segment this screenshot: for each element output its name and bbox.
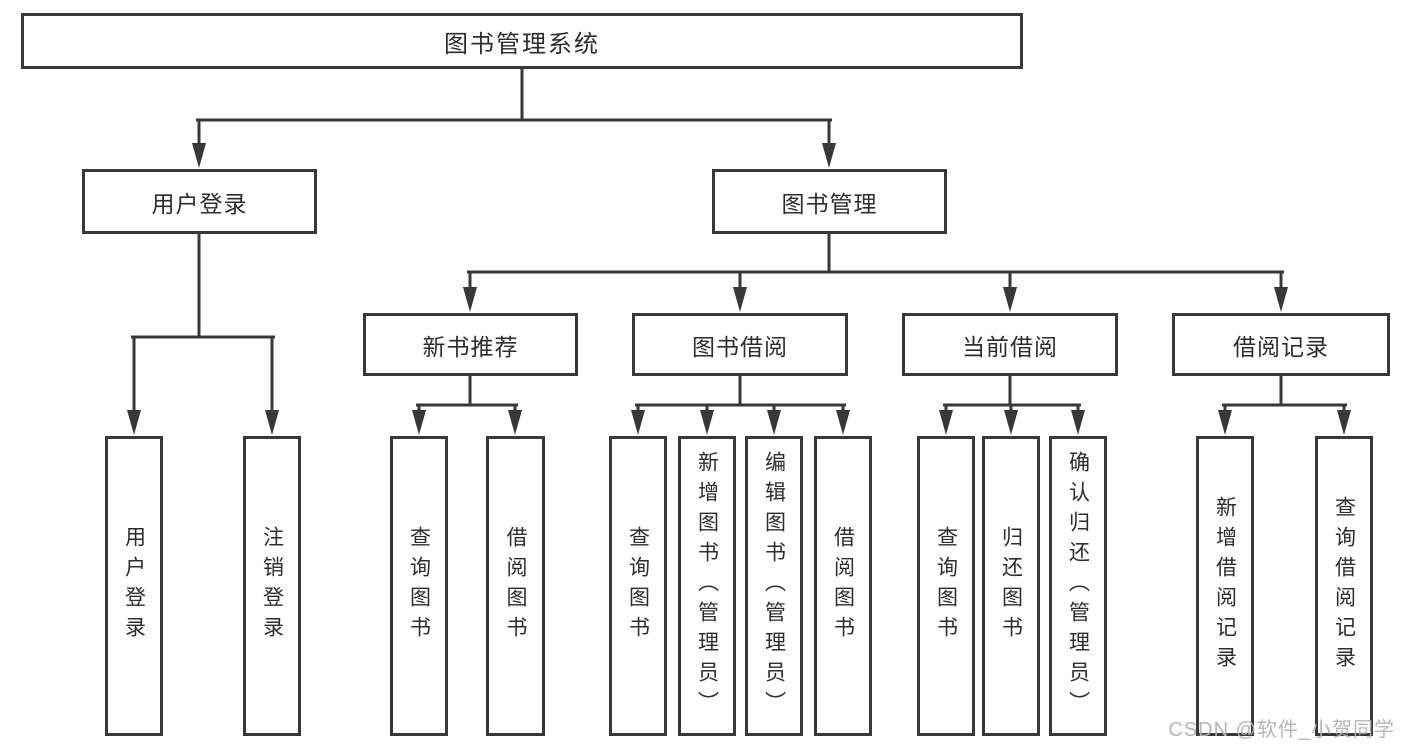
- leaf-query-books-borrow: 查询图书: [609, 436, 667, 736]
- leaf-logout-label: 注销登录: [260, 526, 284, 646]
- node-book-management-label: 图书管理: [781, 190, 878, 217]
- leaf-borrow-books-recommend: 借阅图书: [486, 436, 545, 736]
- leaf-user-login: 用户登录: [105, 436, 163, 736]
- node-new-book-recommend-label: 新书推荐: [422, 333, 519, 360]
- node-book-management: 图书管理: [712, 169, 947, 234]
- leaf-logout: 注销登录: [243, 436, 301, 736]
- leaf-confirm-return-admin-label: 确认归还（管理员）: [1066, 451, 1090, 721]
- node-user-login-label: 用户登录: [151, 190, 248, 217]
- leaf-query-borrow-record: 查询借阅记录: [1315, 436, 1373, 736]
- leaf-borrow-books-label: 借阅图书: [831, 526, 855, 646]
- leaf-return-books-label: 归还图书: [999, 526, 1023, 646]
- leaf-query-books-borrow-label: 查询图书: [626, 526, 650, 646]
- leaf-query-books-current: 查询图书: [917, 436, 975, 736]
- node-current-borrow: 当前借阅: [902, 313, 1118, 376]
- leaf-add-books-admin-label: 新增图书（管理员）: [695, 451, 719, 721]
- node-root-label: 图书管理系统: [444, 30, 600, 58]
- node-new-book-recommend: 新书推荐: [363, 313, 578, 376]
- leaf-user-login-label: 用户登录: [122, 526, 146, 646]
- node-borrow-records: 借阅记录: [1172, 313, 1390, 376]
- leaf-return-books: 归还图书: [982, 436, 1040, 736]
- node-current-borrow-label: 当前借阅: [962, 333, 1058, 360]
- leaf-add-borrow-record-label: 新增借阅记录: [1213, 496, 1237, 676]
- leaf-query-borrow-record-label: 查询借阅记录: [1332, 496, 1356, 676]
- node-book-borrow: 图书借阅: [632, 313, 848, 376]
- leaf-edit-books-admin: 编辑图书（管理员）: [745, 436, 803, 736]
- leaf-add-books-admin: 新增图书（管理员）: [678, 436, 736, 736]
- leaf-confirm-return-admin: 确认归还（管理员）: [1049, 436, 1107, 736]
- leaf-borrow-books: 借阅图书: [814, 436, 872, 736]
- leaf-query-books-recommend-label: 查询图书: [407, 526, 431, 646]
- watermark: CSDN @软件_小贺同学: [1168, 719, 1395, 741]
- node-user-login: 用户登录: [82, 169, 317, 234]
- leaf-borrow-books-recommend-label: 借阅图书: [504, 526, 527, 646]
- node-book-borrow-label: 图书借阅: [692, 333, 788, 360]
- leaf-add-borrow-record: 新增借阅记录: [1196, 436, 1254, 736]
- node-root-library-system: 图书管理系统: [21, 13, 1023, 69]
- leaf-edit-books-admin-label: 编辑图书（管理员）: [762, 451, 786, 721]
- leaf-query-books-recommend: 查询图书: [390, 436, 448, 736]
- leaf-query-books-current-label: 查询图书: [934, 526, 958, 646]
- node-borrow-records-label: 借阅记录: [1233, 333, 1329, 360]
